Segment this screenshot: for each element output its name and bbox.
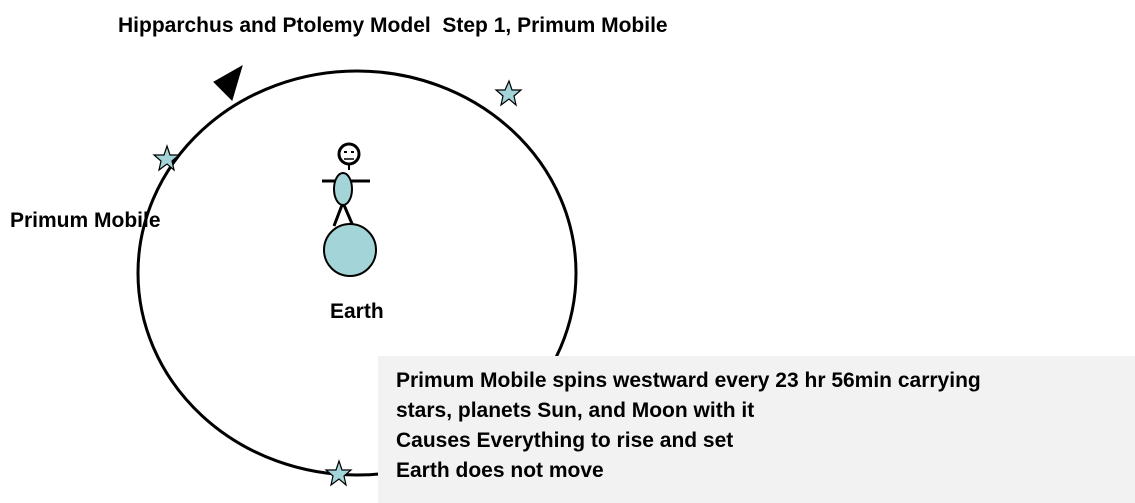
earth-label: Earth (330, 300, 384, 323)
star-icon (324, 459, 353, 487)
star-icon (152, 144, 181, 172)
explanation-line: stars, planets Sun, and Moon with it (396, 399, 755, 422)
explanation-line: Earth does not move (396, 459, 604, 482)
diagram-title: Hipparchus and Ptolemy Model Step 1, Pri… (118, 14, 668, 37)
observer-head (337, 142, 361, 166)
primum-mobile-label: Primum Mobile (10, 209, 161, 232)
primum-mobile-circle (136, 69, 578, 477)
explanation-line: Primum Mobile spins westward every 23 hr… (396, 369, 981, 392)
explanation-box: Primum Mobile spins westward every 23 hr… (378, 356, 1135, 503)
explanation-line: Causes Everything to rise and set (396, 429, 734, 452)
earth-globe (323, 223, 377, 277)
star-icon (494, 79, 523, 107)
stick-figure-icon (322, 142, 370, 227)
observer-body (333, 172, 353, 206)
explanation-list: Primum Mobile spins westward every 23 hr… (396, 366, 981, 486)
arrowhead-icon (213, 64, 243, 101)
